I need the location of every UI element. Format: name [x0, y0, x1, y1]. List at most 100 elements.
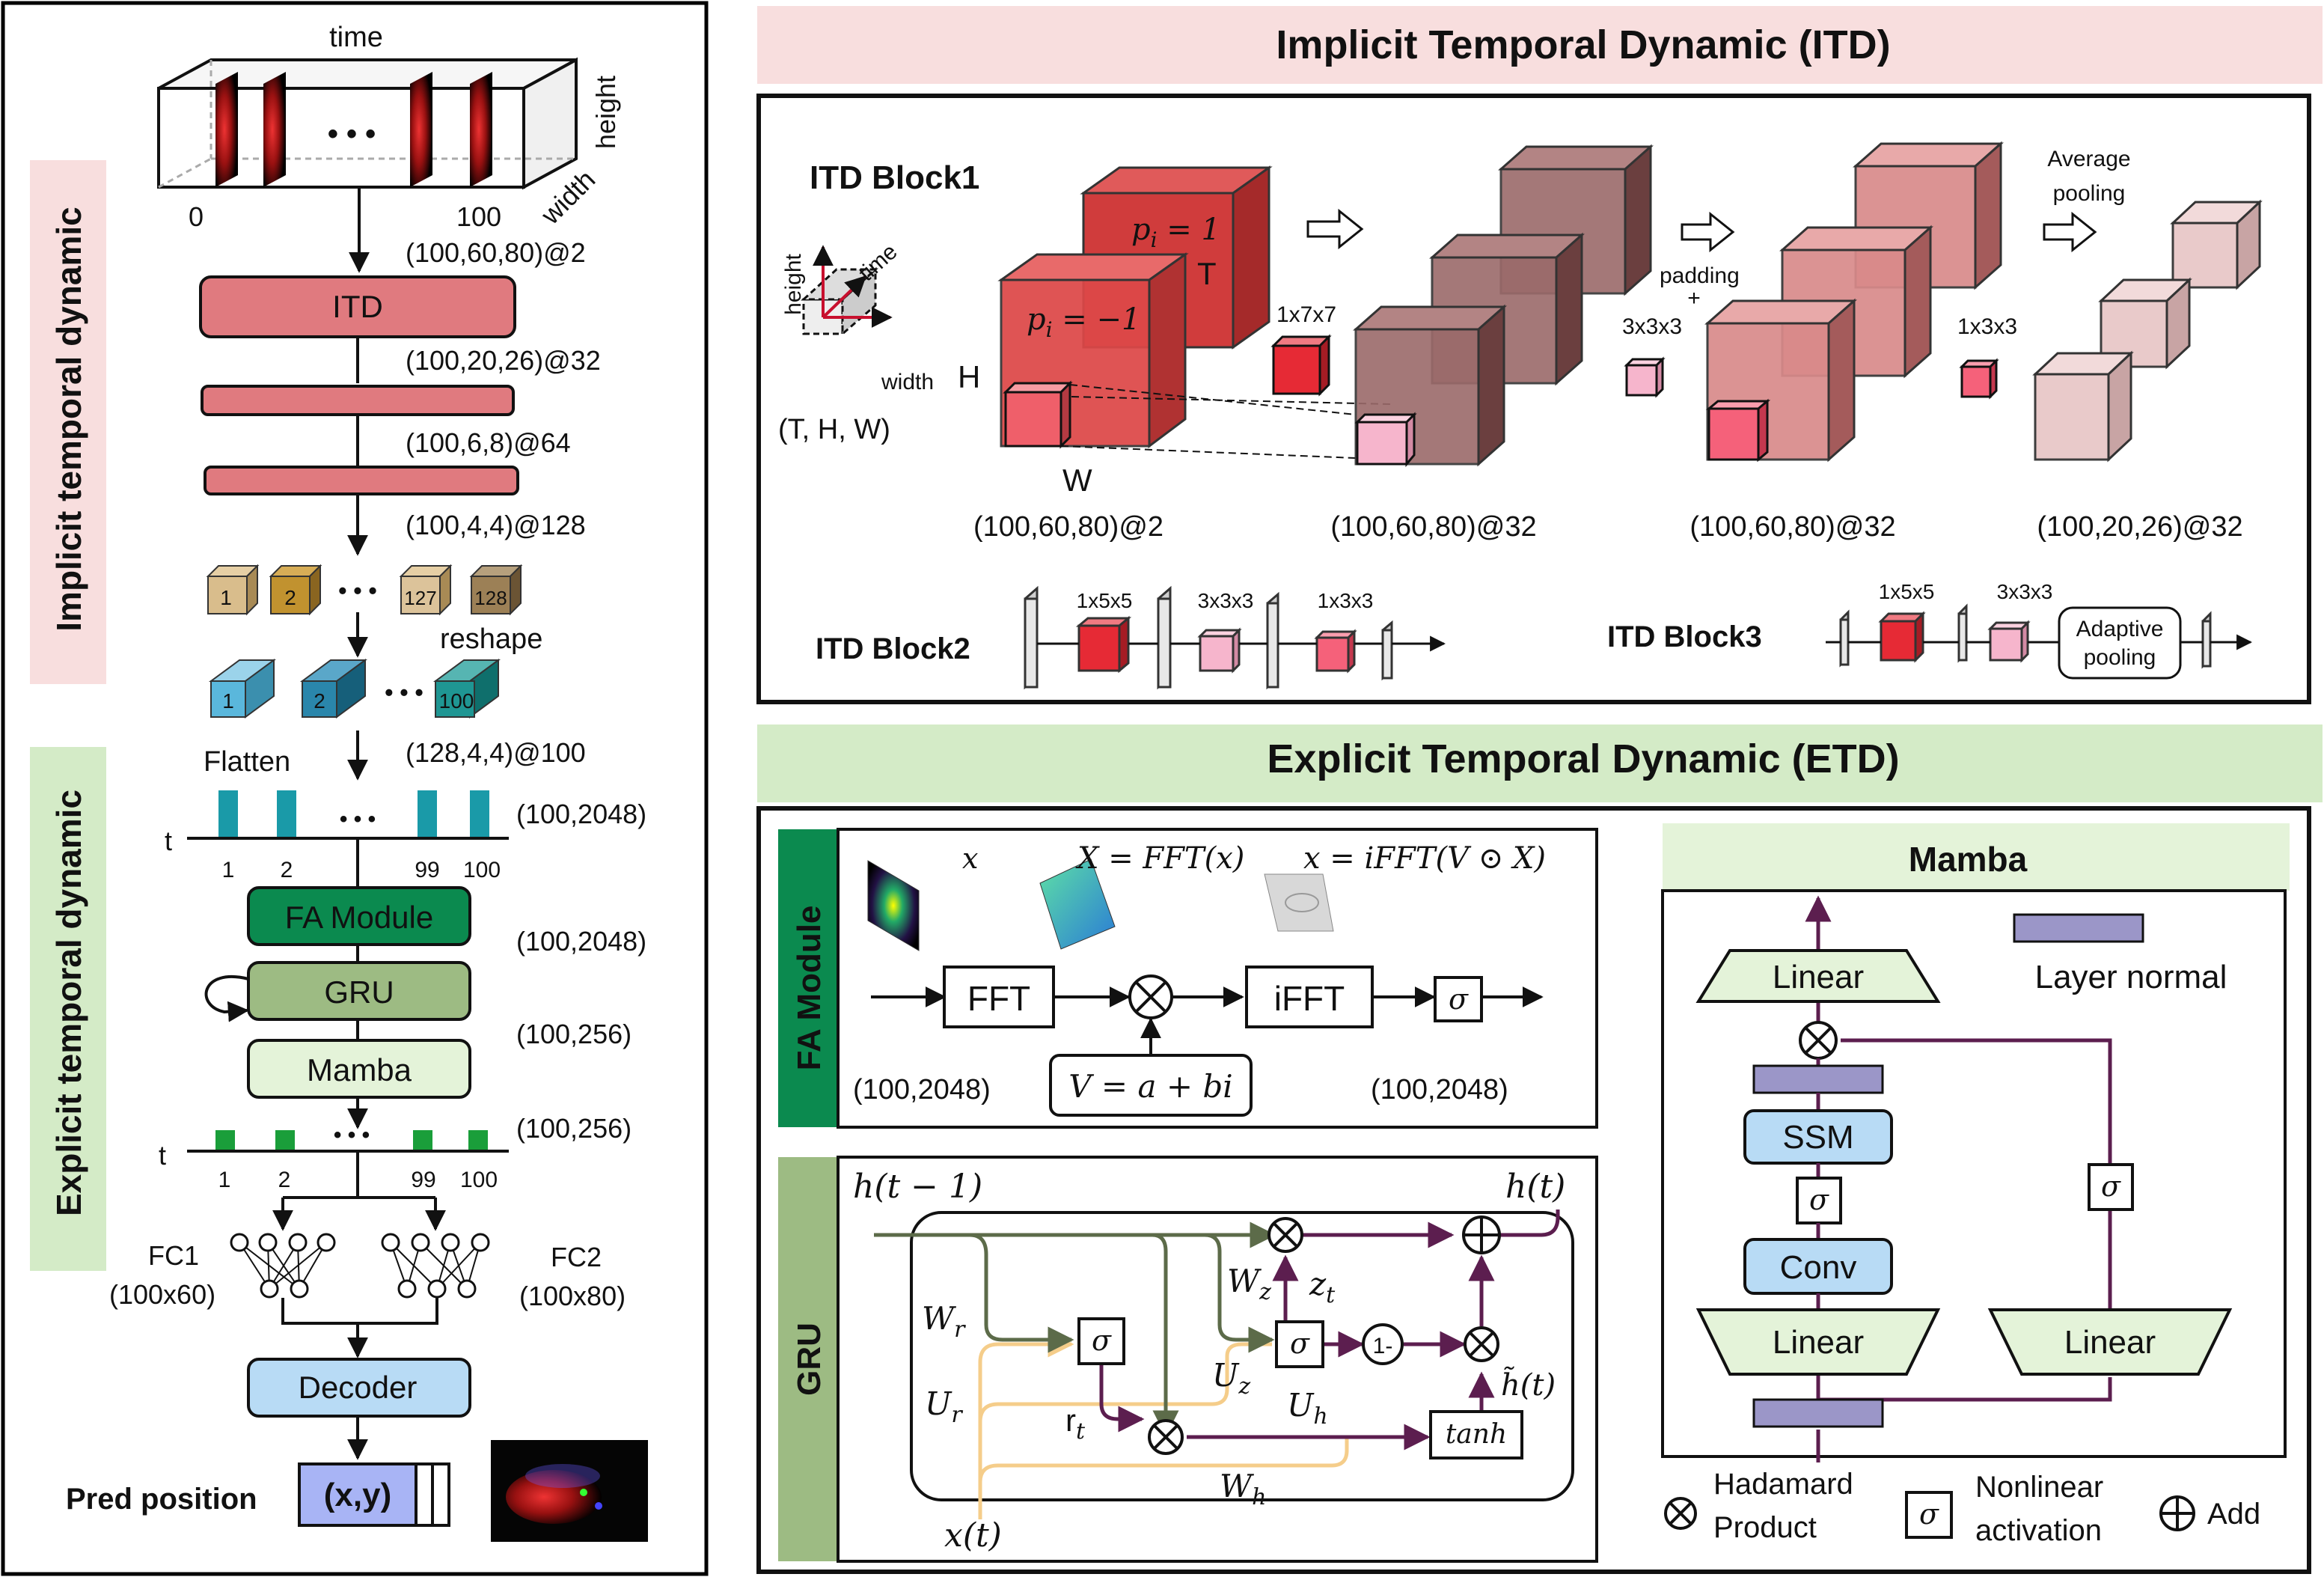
axis-height-label: height — [590, 76, 621, 149]
mamba-conv-label: Conv — [1780, 1249, 1857, 1286]
gru-hidden-lines — [874, 1233, 1275, 1437]
tick-0: 0 — [189, 201, 204, 232]
mamba-left-linear: Linear — [1695, 1308, 1941, 1376]
gru-h-t: h(t) — [1505, 1168, 1565, 1206]
gru-mult-z — [1268, 1217, 1303, 1253]
time-prism-2: 2 — [299, 659, 368, 719]
frame-thumb-4 — [470, 72, 492, 187]
dim-itd2: (100,6,8)@64 — [406, 427, 571, 458]
fa-module-label: FA Module — [285, 900, 433, 935]
implicit-side-bar — [30, 160, 106, 684]
svg-text:height: height — [781, 253, 806, 314]
fa-dim-out: (100,2048) — [1371, 1074, 1508, 1105]
ifft-label: iFFT — [1274, 979, 1345, 1018]
feature-cube-127: 127 — [399, 564, 453, 616]
svg-text:100: 100 — [463, 858, 501, 882]
svg-text:Linear: Linear — [1773, 1324, 1864, 1361]
svg-text:Wr: Wr — [922, 1300, 966, 1343]
mamba-ssm-label: SSM — [1782, 1119, 1853, 1156]
average-label: Average — [2047, 147, 2130, 171]
gru-x-t: x(t) — [944, 1516, 1002, 1555]
feature-cube-128: 128 — [469, 564, 523, 616]
svg-text:T: T — [1197, 256, 1217, 291]
fa-side-label: FA Module — [791, 906, 828, 1071]
gru-recurrence-arrow — [204, 975, 249, 1022]
legend-nonlinear: σ Nonlinear activation — [1905, 1471, 2103, 1547]
itd-layer-1 — [201, 385, 515, 416]
gru-h-tilde: h̃(t) — [1501, 1366, 1556, 1403]
fa-x-var: x — [962, 842, 978, 875]
svg-text:Add: Add — [2207, 1498, 2260, 1531]
timeline-256: • • • t 1 2 99 100 — [159, 1123, 509, 1192]
mamba-title-bar — [1663, 823, 2290, 891]
timeline-2048: • • • t 1 2 99 100 — [165, 790, 509, 882]
hollow-arrow-2 — [1681, 211, 1735, 253]
gru-tanh-box — [1429, 1410, 1523, 1459]
dim-2048-b: (100,2048) — [516, 926, 646, 957]
time-prism-label-1: 1 — [222, 689, 234, 713]
gru-side-label: GRU — [791, 1323, 828, 1396]
svg-text:σ: σ — [1809, 1183, 1829, 1216]
dim-reshape: (128,4,4)@100 — [406, 737, 586, 768]
feature-cubes: 1 2 • • • 127 128 — [206, 564, 523, 616]
dim-2048-a: (100,2048) — [516, 799, 646, 829]
svg-text:99: 99 — [411, 1168, 435, 1192]
svg-text:1-: 1- — [1373, 1334, 1393, 1358]
svg-text:Wz: Wz — [1227, 1263, 1271, 1305]
svg-text:zt: zt — [1309, 1266, 1336, 1308]
svg-text:2: 2 — [281, 858, 293, 882]
dim-256-b: (100,256) — [516, 1113, 632, 1144]
fft-label: FFT — [967, 979, 1030, 1018]
etd-panel: Explicit Temporal Dynamic (ETD) FA Modul… — [756, 725, 2323, 1574]
fc1-dim: (100x60) — [109, 1279, 215, 1310]
layer-normal-legend-swatch — [2013, 913, 2144, 943]
svg-text:1: 1 — [222, 858, 235, 882]
svg-text:rt: rt — [1065, 1403, 1086, 1445]
fa-sigma-label: σ — [1449, 983, 1469, 1016]
pred-position-label: Pred position — [66, 1483, 257, 1516]
left-panel-frame — [1, 1, 709, 1576]
gru-h-prev: h(t − 1) — [853, 1168, 982, 1206]
fa-side-bar — [778, 829, 838, 1127]
mamba-layernorm-2 — [1752, 1398, 1884, 1428]
plus-label: + — [1687, 286, 1701, 311]
block2-k2: 3x3x3 — [1198, 589, 1254, 612]
feature-cube-1: 1 — [206, 564, 260, 616]
svg-text:t: t — [165, 826, 172, 856]
v-eq-label: V = a + bi — [1068, 1068, 1232, 1105]
prediction-map-image — [491, 1440, 648, 1542]
itd-title: Implicit Temporal Dynamic (ITD) — [1276, 22, 1890, 67]
layer-normal-label: Layer normal — [2035, 959, 2227, 995]
cubes-ellipsis: • • • — [338, 577, 376, 604]
block3-k2: 3x3x3 — [1997, 580, 2053, 603]
ifft-thumb — [1264, 873, 1334, 932]
mamba-sigma-2 — [2088, 1163, 2134, 1211]
itd-block2-diagram — [1024, 585, 1446, 690]
mamba-top-linear: Linear — [1695, 949, 1941, 1003]
left-panel: Implicit temporal dynamic Explicit tempo… — [1, 1, 709, 1576]
svg-text:Linear: Linear — [1773, 959, 1864, 995]
gru-input-lines — [978, 1331, 1349, 1519]
feature-stack-2 — [1704, 141, 2004, 463]
svg-text:Hadamard: Hadamard — [1713, 1468, 1853, 1501]
itd-dim-1: (100,60,80)@2 — [973, 511, 1163, 543]
time-prism-1: 1 — [208, 659, 277, 719]
mamba-hadamard — [1799, 1021, 1838, 1060]
padding-label: padding — [1660, 263, 1740, 288]
block2-k1: 1x5x5 — [1077, 589, 1133, 612]
svg-text:width: width — [881, 370, 934, 394]
kernel-cube-3 — [1959, 358, 1999, 400]
frame-thumb-2 — [263, 72, 286, 187]
time-prism-label-100: 100 — [439, 689, 474, 713]
kernel-cube-1 — [1270, 334, 1332, 397]
block2-k3: 1x3x3 — [1318, 589, 1374, 612]
gru-mult-r — [1148, 1419, 1184, 1455]
svg-text:Wh: Wh — [1220, 1468, 1267, 1510]
dim-input: (100,60,80)@2 — [406, 237, 586, 268]
svg-text:W: W — [1062, 463, 1092, 498]
kernel-3x3x3: 3x3x3 — [1622, 314, 1682, 339]
legend-add: Add — [2159, 1495, 2260, 1531]
svg-text:σ: σ — [2101, 1170, 2121, 1203]
fft-box — [943, 966, 1055, 1028]
fc1-label: FC1 — [148, 1240, 199, 1271]
